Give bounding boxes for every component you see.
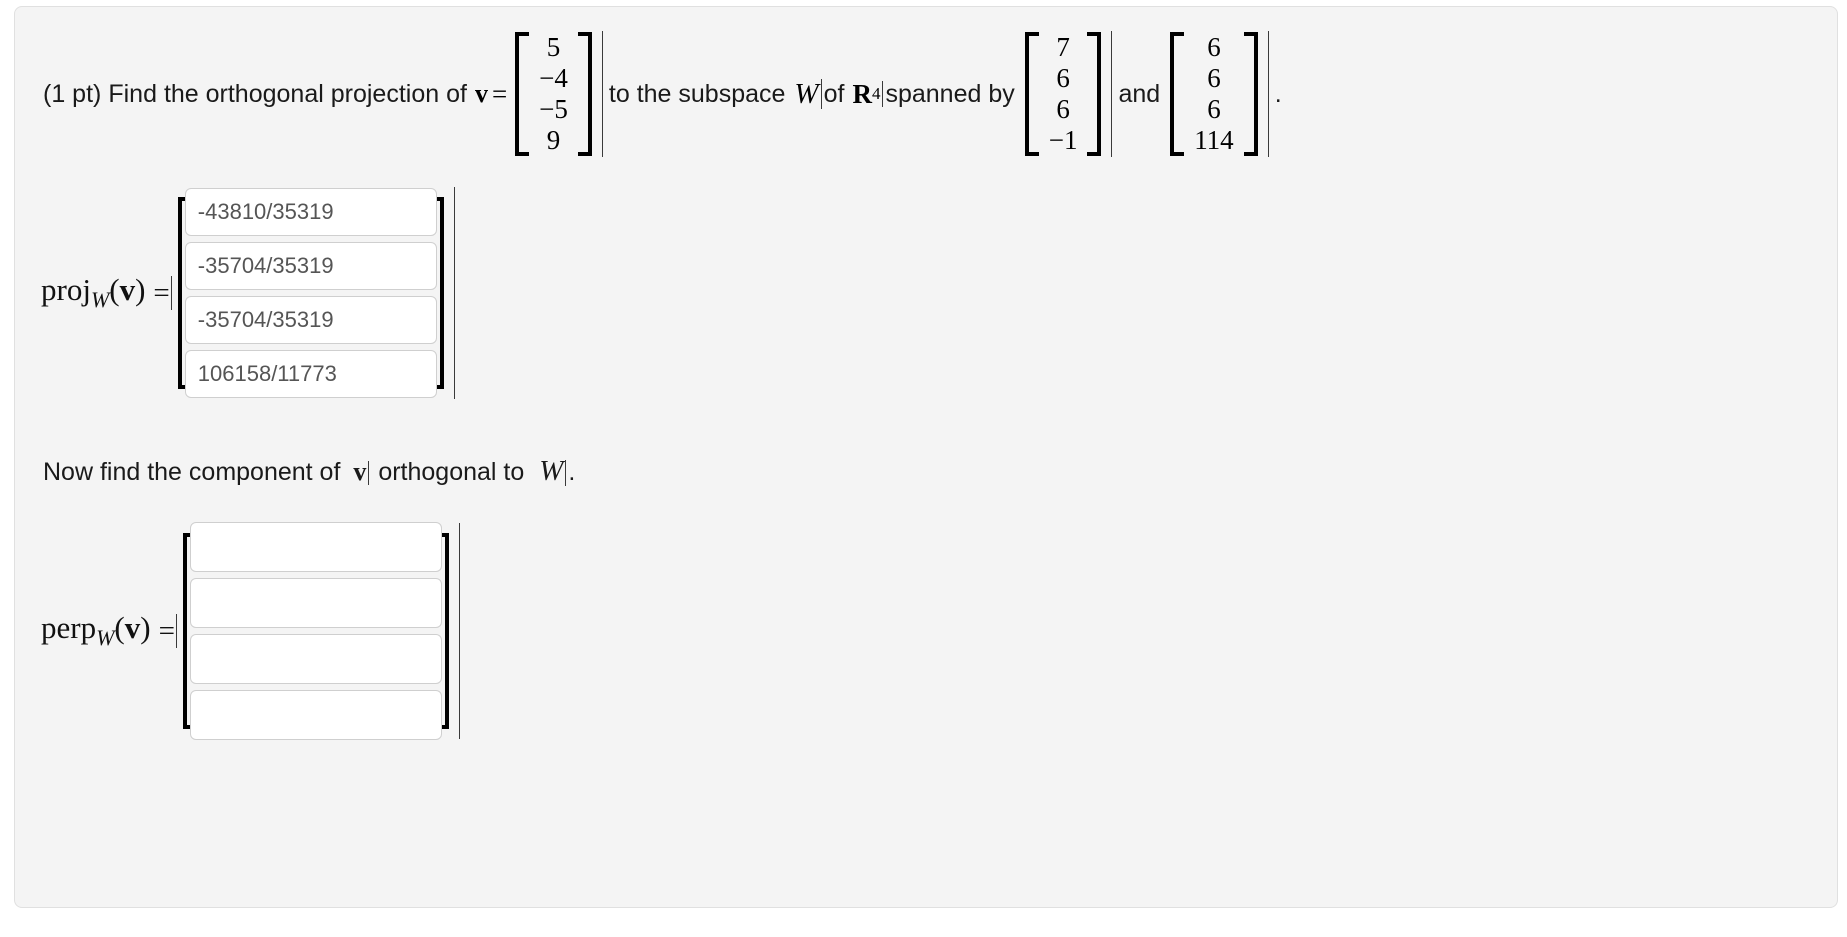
span-vector-1: 7 6 6 −1 bbox=[1024, 32, 1102, 156]
bracket-left bbox=[177, 197, 191, 389]
span-vector-2-cell-0: 6 bbox=[1207, 32, 1221, 62]
perp-input-3[interactable] bbox=[189, 690, 442, 740]
vector-v-cell-0: 5 bbox=[546, 32, 561, 62]
middle-text-1: Now find the component of bbox=[43, 458, 341, 486]
prompt-text-2: to the subspace bbox=[608, 79, 786, 108]
math-delimiter-rule-sv2 bbox=[1267, 31, 1269, 157]
projection-label-subscript: W bbox=[90, 287, 110, 313]
problem-card: (1 pt) Find the orthogonal projection of… bbox=[14, 6, 1838, 908]
projection-fields bbox=[184, 188, 437, 398]
math-delimiter-rule-w bbox=[820, 79, 822, 109]
bracket-left bbox=[1024, 32, 1039, 156]
middle-delimiter-rule-w bbox=[565, 460, 567, 487]
perp-label-arg: v bbox=[124, 610, 141, 646]
prompt-of: of bbox=[823, 79, 845, 108]
projection-outer-rule bbox=[453, 187, 455, 399]
real-space-exponent: 4 bbox=[871, 84, 881, 103]
span-vector-1-cells: 7 6 6 −1 bbox=[1039, 32, 1088, 156]
vector-v-cell-1: −4 bbox=[539, 63, 568, 93]
bracket-left bbox=[1170, 32, 1185, 156]
perp-input-matrix bbox=[182, 522, 460, 740]
equals-sign-statement: = bbox=[491, 78, 508, 109]
prompt-spanned: spanned by bbox=[885, 79, 1015, 108]
perp-outer-rule bbox=[458, 523, 460, 739]
bracket-left bbox=[182, 533, 196, 729]
perp-label-subscript: W bbox=[96, 625, 115, 651]
span-vector-2-cells: 6 6 6 114 bbox=[1184, 32, 1244, 156]
perp-label-paren-close: ) bbox=[140, 610, 151, 646]
problem-statement: (1 pt) Find the orthogonal projection of… bbox=[43, 19, 1823, 169]
projection-equals-sign: = bbox=[153, 276, 170, 309]
real-space-symbol: R bbox=[852, 78, 872, 109]
middle-delimiter-rule-v bbox=[368, 461, 370, 486]
perp-input-2[interactable] bbox=[189, 634, 442, 684]
bracket-right bbox=[1087, 32, 1102, 156]
perp-answer-block: perpW(v) = bbox=[41, 522, 460, 740]
projection-input-0[interactable] bbox=[184, 188, 437, 236]
projection-label: projW(v) bbox=[41, 274, 145, 311]
vector-v: 5 −4 −5 9 bbox=[515, 32, 592, 156]
bracket-right bbox=[1243, 32, 1258, 156]
perp-equals-sign: = bbox=[158, 614, 175, 647]
span-vector-2-cell-1: 6 bbox=[1207, 63, 1221, 93]
perp-label-name: perp bbox=[41, 610, 97, 646]
span-vector-2: 6 6 6 114 bbox=[1170, 32, 1258, 156]
projection-delimiter-rule bbox=[170, 276, 172, 310]
projection-label-name: proj bbox=[41, 272, 91, 308]
perp-fields bbox=[189, 522, 442, 740]
bracket-right bbox=[435, 533, 449, 729]
and-word: and bbox=[1118, 79, 1161, 108]
vector-v-cell-2: −5 bbox=[539, 94, 568, 124]
math-delimiter-rule bbox=[601, 31, 603, 157]
projection-label-paren-open: ( bbox=[109, 272, 120, 308]
span-vector-1-cell-3: −1 bbox=[1048, 125, 1078, 155]
span-vector-1-cell-2: 6 bbox=[1056, 94, 1070, 124]
projection-answer-block: projW(v) = bbox=[41, 187, 455, 399]
perp-label-paren-open: ( bbox=[114, 610, 125, 646]
span-vector-1-cell-0: 7 bbox=[1056, 32, 1070, 62]
span-vector-2-cell-2: 6 bbox=[1207, 94, 1221, 124]
perp-input-1[interactable] bbox=[189, 578, 442, 628]
projection-input-matrix bbox=[177, 187, 455, 399]
math-delimiter-rule-r bbox=[882, 81, 884, 107]
middle-subspace-w-symbol: W bbox=[539, 455, 564, 487]
statement-period: . bbox=[1274, 79, 1282, 108]
projection-input-2[interactable] bbox=[184, 296, 437, 344]
projection-label-paren-close: ) bbox=[135, 272, 146, 308]
perp-input-0[interactable] bbox=[189, 522, 442, 572]
projection-input-3[interactable] bbox=[184, 350, 437, 398]
subspace-w-symbol: W bbox=[794, 77, 819, 110]
bracket-right bbox=[577, 32, 592, 156]
vector-v-cell-3: 9 bbox=[546, 125, 561, 155]
span-vector-2-cell-3: 114 bbox=[1194, 125, 1234, 155]
perp-label: perpW(v) bbox=[41, 612, 151, 649]
math-delimiter-rule-sv1 bbox=[1111, 31, 1113, 157]
perp-delimiter-rule bbox=[175, 614, 177, 648]
middle-text-2: orthogonal to bbox=[378, 458, 525, 486]
points-label: (1 pt) bbox=[43, 79, 102, 108]
bracket-right bbox=[430, 197, 444, 389]
vector-v-symbol: v bbox=[474, 79, 488, 108]
projection-label-arg: v bbox=[119, 272, 136, 308]
middle-vector-v-symbol: v bbox=[353, 457, 367, 486]
bracket-left bbox=[515, 32, 530, 156]
middle-period: . bbox=[568, 458, 576, 486]
vector-v-cells: 5 −4 −5 9 bbox=[529, 32, 578, 156]
projection-input-1[interactable] bbox=[184, 242, 437, 290]
prompt-text-1: Find the orthogonal projection of bbox=[108, 79, 467, 108]
middle-instruction: Now find the component of v orthogonal t… bbox=[43, 455, 575, 488]
span-vector-1-cell-1: 6 bbox=[1056, 63, 1070, 93]
